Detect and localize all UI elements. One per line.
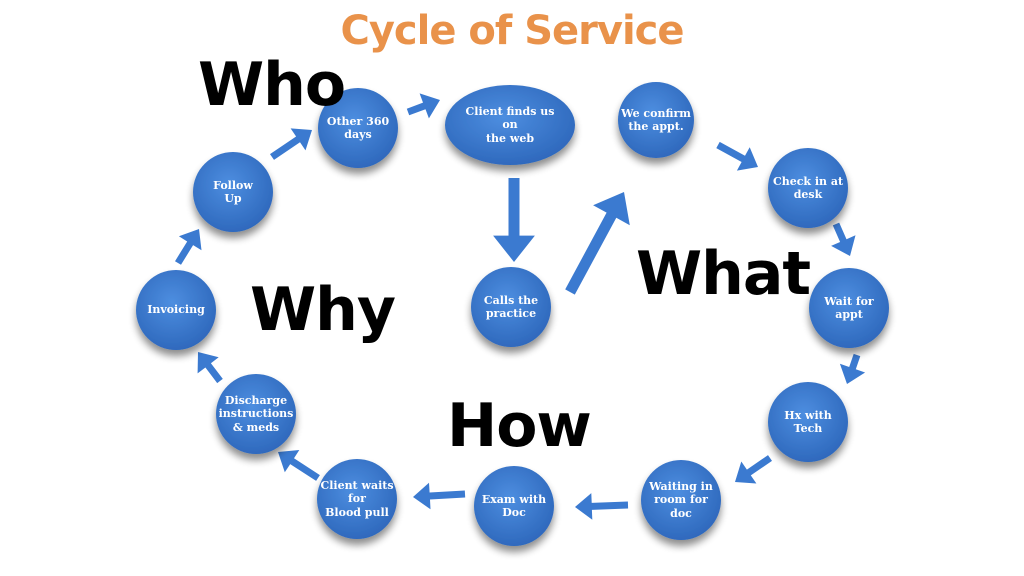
arrow-followup-to-other360 — [270, 128, 312, 160]
arrow-invoicing-to-followup — [175, 229, 202, 265]
word-how: How — [447, 391, 592, 461]
node-invoicing — [136, 270, 216, 350]
node-client-waits — [317, 459, 397, 539]
arrow-exam-to-clientwaits — [413, 482, 466, 510]
arrow-calls-to-confirm — [565, 192, 630, 295]
arrow-waiting-to-exam — [575, 493, 629, 520]
node-wait-for-appt — [809, 268, 889, 348]
node-check-in — [768, 148, 848, 228]
node-other-360 — [318, 88, 398, 168]
diagram-title: Cycle of Service — [340, 8, 684, 54]
arrow-confirm-to-checkin — [716, 141, 758, 171]
arrow-wait-to-hx — [839, 353, 866, 384]
arrow-clientwaits-to-discharge — [278, 450, 320, 481]
arrow-clientfinds-to-calls — [493, 178, 535, 262]
node-follow-up — [193, 152, 273, 232]
nodes-layer — [136, 82, 889, 546]
arrow-checkin-to-wait — [831, 222, 856, 256]
node-hx-with-tech — [768, 382, 848, 462]
arrow-other360-to-clientfinds — [406, 93, 440, 119]
word-what: What — [636, 239, 811, 309]
arrow-discharge-to-invoicing — [197, 352, 223, 384]
node-waiting-in-room — [641, 460, 721, 540]
node-discharge — [216, 374, 296, 454]
node-we-confirm — [618, 82, 694, 158]
node-client-finds-us — [445, 85, 575, 165]
node-exam-with-doc — [474, 466, 554, 546]
arrows-layer — [175, 93, 866, 520]
word-why: Why — [250, 275, 396, 345]
node-calls-practice — [471, 267, 551, 347]
word-who: Who — [198, 50, 346, 120]
arrow-hx-to-waiting — [735, 455, 772, 484]
